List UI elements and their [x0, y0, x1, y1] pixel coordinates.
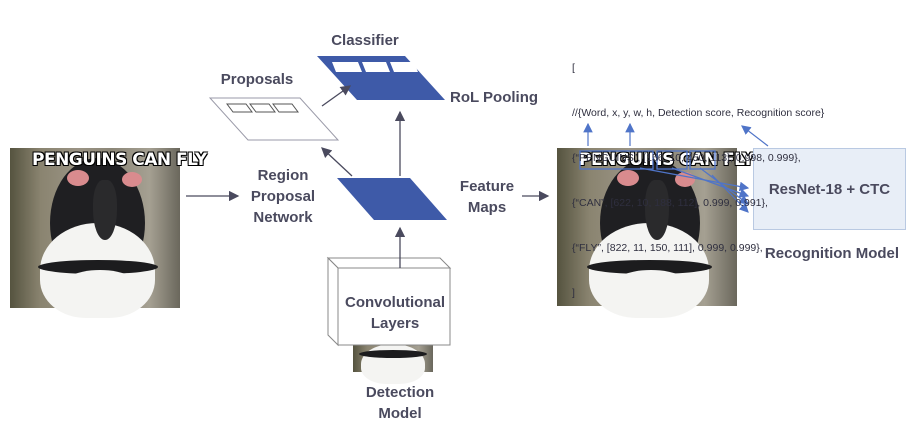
classifier-label: Classifier: [331, 32, 399, 49]
json-line-2: //{Word, x, y, w, h, Detection score, Re…: [572, 107, 825, 119]
detection-box-can: [656, 150, 688, 170]
feature-maps-shape: [337, 178, 447, 220]
output-json-block: [ //{Word, x, y, w, h, Detection score, …: [572, 31, 824, 316]
recognition-model-label: Recognition Model: [764, 245, 900, 262]
convolutional-line-2: Layers: [370, 315, 420, 332]
arrow-box-1-to-resnet: [639, 167, 750, 192]
arrow-box-3-to-resnet: [699, 167, 749, 205]
feature-maps-line-2: Maps: [467, 199, 507, 216]
resnet-ctc-box: ResNet-18 + CTC: [753, 148, 906, 230]
detection-model-line-2: Model: [378, 405, 422, 422]
convolutional-layers-label: Convolutional Layers: [340, 292, 450, 334]
output-image-caption: PENGUINS CAN FLY: [579, 150, 754, 170]
detection-model-label: Detection Model: [355, 382, 445, 424]
proposals-label: Proposals: [220, 71, 294, 88]
input-image: PENGUINS CAN FLY: [10, 148, 207, 318]
json-line-4: {“CAN”, [622, 10, 188, 112], 0.999, 0.99…: [572, 197, 768, 209]
region-proposal-network-label: Region Proposal Network: [233, 165, 333, 228]
arrow-box-2-to-resnet: [671, 167, 750, 198]
classifier-cell-3: [390, 62, 418, 72]
proposal-box-1: [226, 103, 253, 113]
classifier-cell-1: [332, 62, 362, 72]
json-line-3: {“PENGUINS”, [156, 10, 450, 113], 0.998,…: [572, 152, 801, 164]
conv-box-top: [326, 257, 452, 269]
conv-box-front: [337, 267, 451, 346]
region-proposal-line-1: Region: [257, 167, 309, 184]
arrow-features-to-proposals: [321, 147, 353, 177]
proposal-box-3: [272, 103, 299, 113]
json-line-5: {“FLY”, [822, 11, 150, 111], 0.999, 0.99…: [572, 242, 763, 254]
rol-pooling-label: RoL Pooling: [450, 89, 539, 106]
proposals-sheet: [208, 97, 340, 141]
output-image: PENGUINS CAN FLY: [557, 148, 754, 318]
detection-box-fly: [689, 150, 716, 170]
arrow-proposals-to-classifier: [321, 85, 352, 107]
input-image-caption: PENGUINS CAN FLY: [32, 150, 207, 170]
arrow-box-4-to-resnet: [711, 174, 749, 213]
json-line-1: [: [572, 62, 575, 74]
classifier-cell-2: [362, 62, 390, 72]
arrow-resnet-to-json: [741, 125, 769, 147]
detection-box-penguins: [579, 150, 654, 170]
feature-maps-label: Feature Maps: [452, 176, 522, 218]
detection-model-line-1: Detection: [365, 384, 435, 401]
conv-box-side: [327, 256, 339, 347]
region-proposal-line-3: Network: [253, 209, 313, 226]
proposal-box-2: [249, 103, 276, 113]
region-proposal-line-2: Proposal: [250, 188, 316, 205]
feature-maps-line-1: Feature: [459, 178, 515, 195]
json-line-6: ]: [572, 287, 575, 299]
convolutional-line-1: Convolutional: [345, 294, 445, 311]
